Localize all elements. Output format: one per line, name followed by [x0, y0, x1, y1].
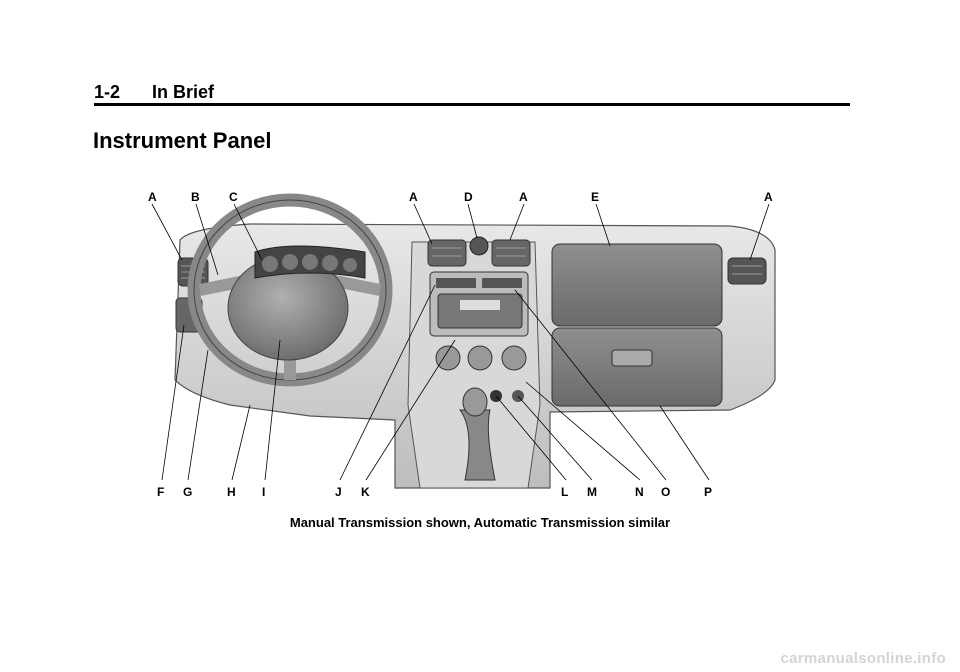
- glove-box-upper: [551, 243, 723, 327]
- label-o: O: [661, 485, 670, 499]
- instrument-panel-illustration: A B C A D A E A F G H I J K L M N O P: [130, 180, 790, 510]
- label-e: E: [591, 190, 599, 204]
- section-number: 1-2: [94, 82, 121, 102]
- label-i: I: [262, 485, 265, 499]
- center-vent-right: [491, 239, 531, 267]
- label-n: N: [635, 485, 644, 499]
- glove-box-lower: [551, 327, 723, 407]
- label-a-center-left-vent: A: [409, 190, 418, 204]
- label-a-center-right-vent: A: [519, 190, 528, 204]
- label-h: H: [227, 485, 236, 499]
- glove-box-handle: [611, 349, 653, 367]
- label-b: B: [191, 190, 200, 204]
- center-vent-left: [427, 239, 467, 267]
- header-rule: [94, 103, 850, 106]
- label-p: P: [704, 485, 712, 499]
- page-header: 1-2 In Brief: [94, 82, 214, 103]
- page-title: Instrument Panel: [93, 128, 272, 153]
- label-m: M: [587, 485, 597, 499]
- section-title: In Brief: [152, 82, 215, 102]
- label-d: D: [464, 190, 473, 204]
- right-side-vent: [727, 257, 767, 285]
- label-j: J: [335, 485, 342, 499]
- label-l: L: [561, 485, 568, 499]
- dashboard-drawing: A B C A D A E A F G H I J K L M N O P: [148, 190, 776, 499]
- mode-control-knob: [467, 345, 493, 371]
- temperature-control-knob: [501, 345, 527, 371]
- label-a-left-vent: A: [148, 190, 157, 204]
- watermark: carmanualsonline.info: [780, 650, 946, 667]
- label-k: K: [361, 485, 370, 499]
- label-a-right-vent: A: [764, 190, 773, 204]
- fan-control-knob: [435, 345, 461, 371]
- figure-caption: Manual Transmission shown, Automatic Tra…: [289, 515, 671, 530]
- steering-wheel: [187, 193, 393, 387]
- gear-shifter: [459, 409, 496, 481]
- label-c: C: [229, 190, 238, 204]
- callout-lines: [151, 203, 770, 481]
- label-g: G: [183, 485, 192, 499]
- hazard-button: [469, 236, 489, 256]
- label-f: F: [157, 485, 164, 499]
